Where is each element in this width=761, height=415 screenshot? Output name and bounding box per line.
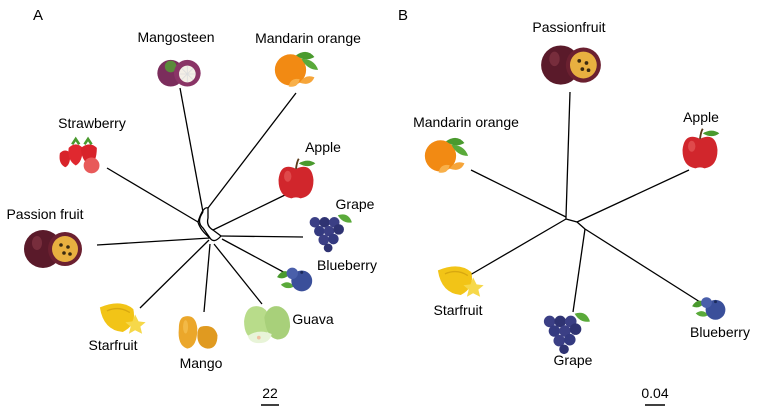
branch-apple <box>576 169 690 223</box>
branch-mandarin-orange <box>470 169 567 218</box>
taxon-mandarin-orange: Mandarin orange <box>255 30 361 87</box>
taxon-label: Apple <box>305 139 341 155</box>
branch-apple <box>212 193 288 231</box>
taxon-grape: Grape <box>309 196 375 253</box>
passionfruit-icon <box>541 45 601 85</box>
taxon-label: Mandarin orange <box>413 114 519 130</box>
taxon-strawberry: Strawberry <box>57 115 126 175</box>
taxon-mangosteen: Mangosteen <box>137 29 215 87</box>
taxon-starfruit: Starfruit <box>433 265 485 318</box>
grape-icon <box>309 214 352 253</box>
apple-icon <box>277 157 317 200</box>
branch-internal <box>565 217 586 230</box>
taxon-blueberry: Blueberry <box>277 257 377 292</box>
branch-blueberry <box>584 228 701 303</box>
taxon-label: Starfruit <box>88 337 137 353</box>
taxon-passionfruit: Passionfruit <box>532 19 606 85</box>
taxon-label: Mango <box>180 355 223 371</box>
branch-strawberry <box>106 167 199 223</box>
branch-grape <box>220 235 304 238</box>
branch-guava <box>213 243 263 305</box>
mangosteen-icon <box>156 59 202 87</box>
branch-mango <box>203 243 211 313</box>
taxon-label: Passion fruit <box>6 206 83 222</box>
branch-grape <box>572 228 586 313</box>
branch-starfruit <box>469 218 567 276</box>
taxon-label: Blueberry <box>317 257 377 273</box>
passionfruit-icon <box>24 230 82 268</box>
taxon-label: Guava <box>292 311 333 327</box>
branch-internal <box>197 207 222 242</box>
apple-icon <box>681 127 721 170</box>
taxon-mango: Mango <box>178 316 223 371</box>
taxon-passion-fruit: Passion fruit <box>6 206 84 268</box>
tree-branches <box>469 91 701 313</box>
taxon-label: Strawberry <box>58 115 126 131</box>
taxon-label: Starfruit <box>433 302 482 318</box>
taxon-guava: Guava <box>244 306 334 344</box>
mandarin-icon <box>424 137 469 173</box>
taxon-grape: Grape <box>543 312 593 368</box>
taxon-label: Blueberry <box>690 324 750 340</box>
panel-label: A <box>33 7 43 24</box>
branch-starfruit <box>139 239 210 309</box>
taxon-label: Grape <box>336 196 375 212</box>
taxon-label: Passionfruit <box>532 19 605 35</box>
taxon-apple: Apple <box>277 139 341 200</box>
scale-bar: 22 <box>261 385 279 406</box>
taxon-label: Grape <box>554 352 593 368</box>
taxon-label: Mangosteen <box>137 29 214 45</box>
taxon-apple: Apple <box>681 109 721 170</box>
scale-bar-label: 0.04 <box>641 385 668 401</box>
guava-icon <box>244 306 291 344</box>
mango-icon <box>178 316 218 349</box>
panel-a: A Mangosteen Mandarin orange Strawberry <box>6 7 377 406</box>
strawberry-icon <box>57 137 102 175</box>
panel-label: B <box>398 7 408 24</box>
taxon-blueberry: Blueberry <box>690 297 750 340</box>
starfruit-icon <box>99 302 147 335</box>
mandarin-icon <box>274 51 319 87</box>
taxon-label: Apple <box>683 109 719 125</box>
panel-b: B Passionfruit Mandarin orange Apple Sta… <box>398 7 750 406</box>
branch-blueberry <box>221 238 290 276</box>
taxon-label: Mandarin orange <box>255 30 361 46</box>
grape-icon <box>543 312 590 355</box>
tree-branches <box>96 87 304 313</box>
scale-bar-label: 22 <box>262 385 278 401</box>
scale-bar: 0.04 <box>641 385 669 406</box>
branch-passion-fruit <box>96 237 211 246</box>
taxon-starfruit: Starfruit <box>88 302 147 353</box>
branch-mandarin-orange <box>207 92 297 209</box>
branch-passionfruit <box>565 91 571 218</box>
branch-mangosteen <box>179 87 204 213</box>
taxon-mandarin-orange: Mandarin orange <box>413 114 519 173</box>
